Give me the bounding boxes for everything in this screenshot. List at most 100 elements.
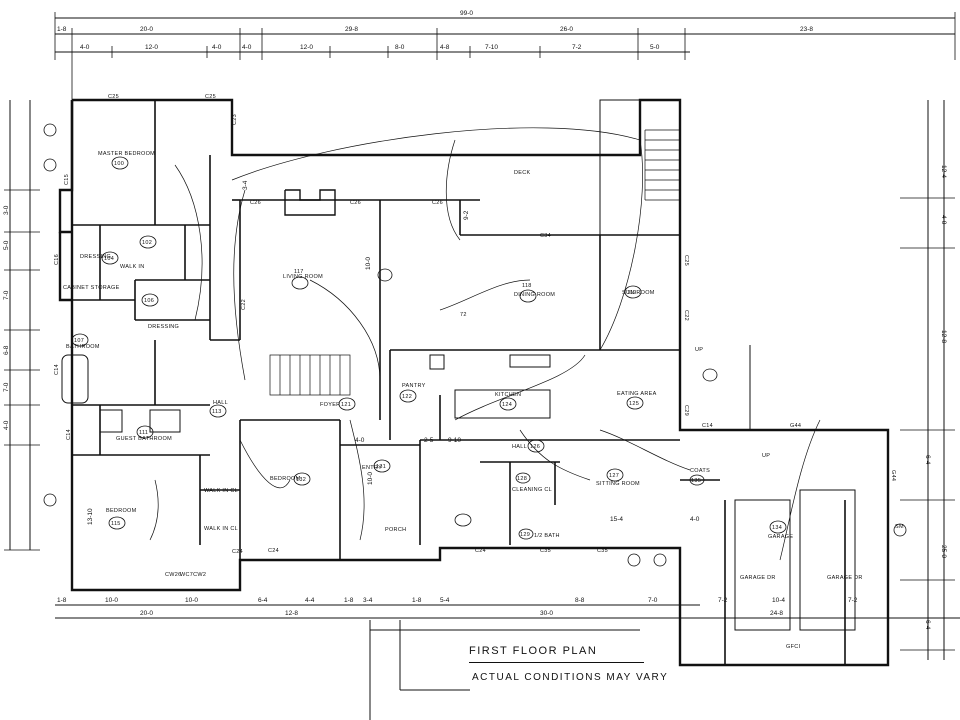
room-number: 127 — [609, 473, 619, 479]
tag: C26 — [432, 200, 443, 206]
room-label: PORCH — [385, 527, 406, 533]
tag: UP — [695, 347, 703, 353]
right-dim: 12-8 — [940, 330, 947, 343]
tag: C29 — [683, 405, 689, 416]
tag: WC7CW2 — [180, 572, 206, 578]
bottom-dim: 1-8 — [344, 597, 354, 604]
room-label: WALK IN CL — [204, 526, 238, 532]
tag: C14 — [702, 423, 713, 429]
tag: C35 — [540, 548, 551, 554]
tag: C25 — [683, 255, 689, 266]
room-label: EATING AREA — [617, 391, 657, 397]
room-label: KITCHEN — [495, 392, 521, 398]
right-dim: 4-0 — [940, 215, 947, 225]
room-number: 111 — [139, 430, 148, 436]
bottom-dim: 1-8 — [57, 597, 67, 604]
dimension-labels: 99-0 1-8 20-0 29-8 26-0 23-8 4-0 12-0 4-… — [3, 10, 947, 630]
plan-note: ACTUAL CONDITIONS MAY VARY — [472, 672, 669, 683]
opening-tags: C25 C25 C23 C26 C26 C26 C34 C35 C24 C24 … — [54, 94, 904, 650]
tag: C34 — [540, 233, 551, 239]
bottom-dim: 3-4 — [363, 597, 373, 604]
top-sub-dim: 7-10 — [485, 44, 498, 51]
bottom-dim: 12-8 — [285, 610, 298, 617]
top-sub-dim: 5-0 — [650, 44, 660, 51]
right-dim: 25-0 — [940, 545, 947, 558]
room-label: GUEST BATHROOM — [116, 436, 172, 442]
room-number: 102 — [142, 240, 152, 246]
room-label: DRESSING — [148, 324, 179, 330]
tag: SM — [895, 524, 904, 530]
tag: C24 — [232, 549, 243, 555]
bottom-sub-dim: 10-0 — [185, 597, 198, 604]
bottom-sub-dim: 7-0 — [648, 597, 658, 604]
room-label: 1/2 BATH — [534, 533, 560, 539]
room-label: WALK IN — [120, 264, 145, 270]
plan-title: FIRST FLOOR PLAN — [469, 641, 644, 663]
bottom-dim: 30-0 — [540, 610, 553, 617]
room-number: 115 — [111, 521, 121, 527]
top-sub-dim: 4-8 — [440, 44, 450, 51]
bottom-sub-dim: 8-8 — [575, 597, 585, 604]
room-number: 128 — [517, 476, 527, 482]
tag: GFCI — [786, 644, 801, 650]
tag: C14 — [54, 364, 60, 375]
room-label: CLEANING CL — [512, 487, 552, 493]
left-dim: 7-0 — [3, 382, 10, 392]
room-label: HALL — [512, 444, 527, 450]
tag: C35 — [597, 548, 608, 554]
room-label: BEDROOM — [270, 476, 301, 482]
plan-title-text: FIRST FLOOR PLAN — [469, 645, 598, 657]
room-label: ENTRY — [362, 465, 382, 471]
interior-dim: 2-5 — [424, 437, 434, 444]
top-sub-dim: 12-0 — [145, 44, 158, 51]
room-number: 124 — [502, 402, 512, 408]
top-dim: 26-0 — [560, 26, 573, 33]
room-label: DRESSING — [80, 254, 111, 260]
right-dim: 6-4 — [924, 455, 931, 465]
room-label: DINING ROOM — [514, 292, 555, 298]
right-dim: 12-4 — [940, 165, 947, 178]
room-number: 125 — [629, 401, 639, 407]
left-dim: 5-0 — [3, 240, 10, 250]
tag: C15 — [64, 174, 70, 185]
interior-dim: 4-0 — [355, 437, 365, 444]
top-sub-dim: 4-0 — [242, 44, 252, 51]
bottom-sub-dim: 7-2 — [848, 597, 858, 604]
tag: C24 — [268, 548, 279, 554]
interior-dim: 10-0 — [365, 257, 372, 270]
top-sub-dim: 4-0 — [212, 44, 222, 51]
room-number: 122 — [402, 394, 412, 400]
room-number: 100 — [114, 161, 124, 167]
room-label: GARAGE DR — [827, 575, 863, 581]
overall-dimension: 99-0 — [460, 10, 473, 17]
bottom-sub-dim: 5-4 — [440, 597, 450, 604]
top-sub-dim: 12-0 — [300, 44, 313, 51]
room-label: CABINET STORAGE — [63, 285, 120, 291]
left-dim: 3-0 — [3, 205, 10, 215]
room-number: 106 — [144, 298, 154, 304]
tag: C26 — [350, 200, 361, 206]
tag: C23 — [232, 114, 238, 125]
right-dim: 6-4 — [924, 620, 931, 630]
room-label: BEDROOM — [106, 508, 137, 514]
tag: C16 — [54, 254, 60, 265]
bottom-sub-dim: 4-4 — [305, 597, 315, 604]
interior-dim: 15-4 — [610, 516, 623, 523]
room-number: 126 — [530, 444, 540, 450]
room-number: 134 — [772, 525, 782, 531]
top-dim: 1-8 — [57, 26, 67, 33]
bottom-dim: 1-8 — [412, 597, 422, 604]
top-sub-dim: 8-0 — [395, 44, 405, 51]
room-label: WALK IN CL — [204, 488, 238, 494]
top-sub-dim: 7-2 — [572, 44, 582, 51]
room-label: PANTRY — [402, 383, 426, 389]
room-number: 113 — [212, 409, 222, 415]
room-number: 117 — [294, 269, 304, 275]
interior-dim: 9-2 — [463, 210, 470, 220]
room-number: 132 — [296, 477, 306, 483]
bottom-sub-dim: 6-4 — [258, 597, 268, 604]
top-dim: 20-0 — [140, 26, 153, 33]
bottom-dim: 24-8 — [770, 610, 783, 617]
room-label: HALL — [213, 400, 228, 406]
room-number: 104 — [104, 256, 114, 262]
